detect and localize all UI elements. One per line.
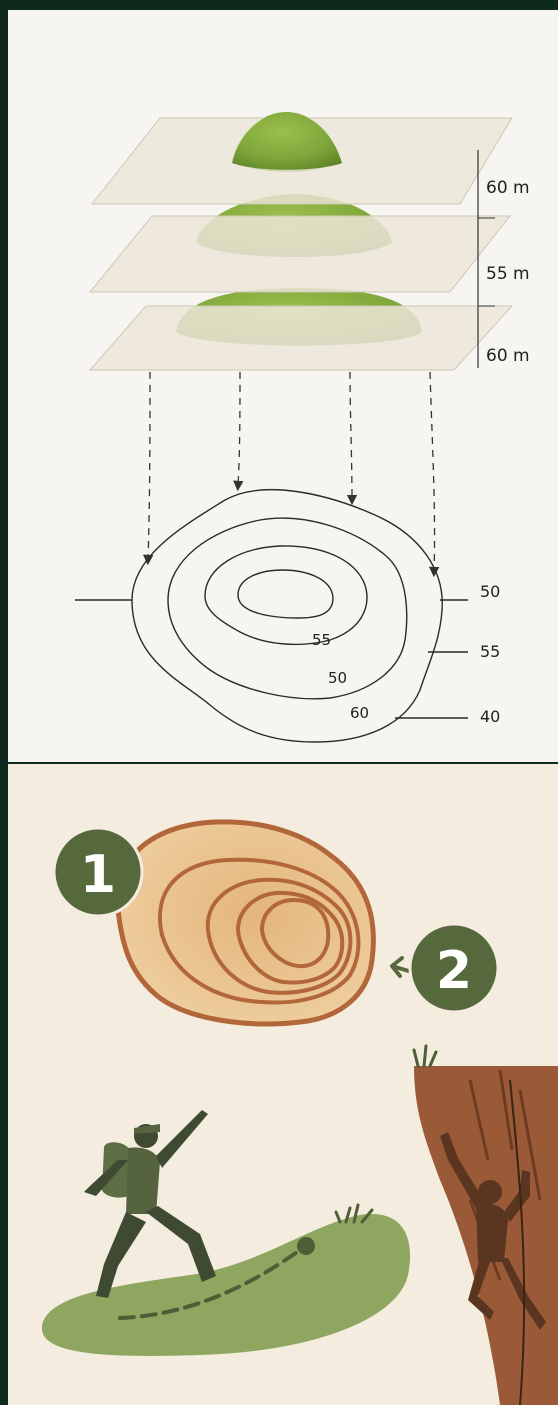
projection-arrow-4 [430,372,435,572]
trail-end-marker [297,1237,315,1255]
contour-ring-3 [205,546,367,644]
meadow-hill [42,1205,410,1356]
badge-one: 1 [54,828,142,916]
contour-label-side-3: 40 [480,707,500,726]
projection-arrow-3 [350,372,352,500]
height-label-top: 60 m [486,178,530,198]
contour-label-inner-3: 60 [350,704,369,722]
slice-plane-middle [90,216,510,292]
contour-label-inner-1: 55 [312,631,331,649]
height-label-middle: 55 m [486,264,530,284]
height-label-bottom: 60 m [486,346,530,366]
contour-label-side-2: 55 [480,642,500,661]
projection-arrow-2 [238,372,240,486]
contour-label-side-1: 50 [480,582,500,601]
contour-map [75,490,468,742]
contour-ring-outer [132,490,442,742]
projection-arrow-1 [148,372,150,560]
projection-arrows [148,372,435,572]
colored-contour-map [117,822,373,1024]
contour-label-inner-2: 50 [328,669,347,687]
badge-two: 2 [392,924,498,1012]
hiker-figure [84,1110,216,1298]
badge-two-label: 2 [436,941,472,1001]
cliff-grass-icon [414,1046,436,1066]
slice-stack [90,112,512,370]
slice-plane-bottom [90,306,512,370]
contour-ring-2 [168,518,407,699]
badge-one-label: 1 [80,845,116,905]
contour-ring-inner [238,570,333,618]
